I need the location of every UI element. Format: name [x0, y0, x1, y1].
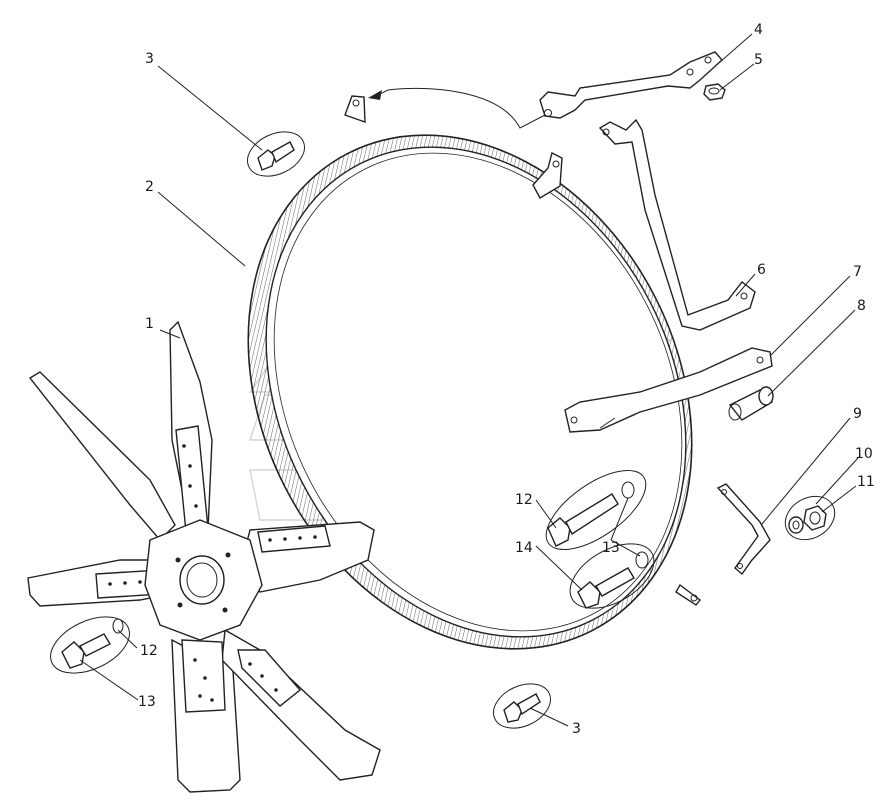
clip-bracket-9	[716, 483, 771, 576]
wire-arrow	[368, 90, 382, 100]
callout-3-top: 3	[145, 51, 154, 67]
callout-8: 8	[857, 298, 866, 314]
callout-13-right: 14	[515, 540, 533, 556]
nut-5	[703, 83, 726, 101]
callout-13-left: 13	[138, 694, 156, 710]
callout-7: 7	[853, 264, 862, 280]
callout-11: 11	[857, 474, 875, 490]
callout-14: 12	[515, 492, 533, 508]
washer-nut-set	[784, 495, 836, 541]
callout-12-left: 12	[140, 643, 158, 659]
leader-lines	[79, 33, 859, 727]
stay-bracket-7	[564, 347, 773, 433]
stay-bracket-6	[598, 118, 756, 331]
callout-labels: 3 2 1 4 5 6 7 8 9 10 11 12 13 14 12 13 3	[138, 22, 875, 737]
upper-bracket	[539, 51, 723, 119]
spacer-tube-8	[728, 386, 774, 421]
ring-mounting-tabs	[344, 95, 701, 606]
callout-9: 9	[853, 406, 862, 422]
callout-1: 1	[145, 316, 154, 332]
bolt-13-right	[569, 543, 655, 609]
callout-12-right: 13	[602, 540, 620, 556]
callout-2: 2	[145, 179, 154, 195]
callout-4: 4	[754, 22, 763, 38]
bolt-14	[545, 469, 647, 551]
callout-3-bottom: 3	[572, 721, 581, 737]
callout-10: 10	[855, 446, 873, 462]
bolt-3-top	[247, 131, 305, 177]
callout-5: 5	[754, 52, 763, 68]
wire-lead	[371, 87, 546, 129]
fan-impeller	[27, 320, 381, 793]
bolt-13-left	[50, 616, 130, 674]
bolt-3-bottom	[493, 683, 551, 729]
callout-6: 6	[757, 262, 766, 278]
